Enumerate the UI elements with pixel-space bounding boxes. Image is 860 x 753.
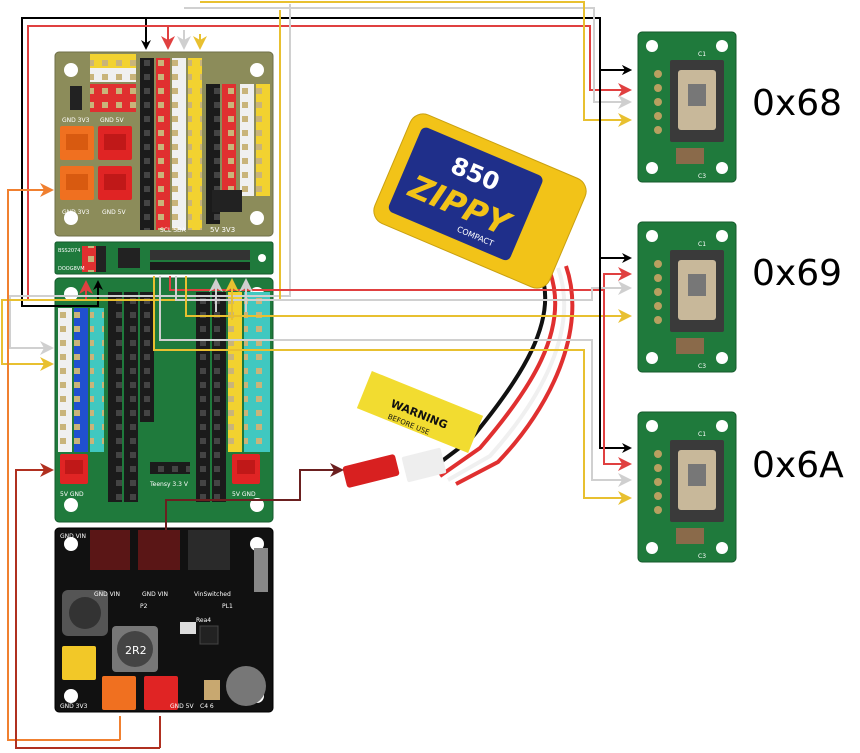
top-board-label-6: SCL SDA bbox=[160, 227, 187, 234]
wire-darkred-frame bbox=[15, 470, 161, 749]
power-board-top-label-3: VinSwitched bbox=[194, 591, 231, 598]
wire-white-s1 bbox=[184, 7, 632, 109]
top-board-label-2: GND 5V bbox=[100, 117, 124, 124]
wire-black-s3 bbox=[599, 258, 632, 453]
top-board-label-3: GND 3V3 bbox=[62, 209, 90, 216]
level-shifter-label-2: DOOG8VM bbox=[58, 266, 85, 272]
sensor-label-c3: C3 bbox=[698, 553, 706, 560]
sensor-label-c1: C1 bbox=[698, 431, 706, 438]
wire-yellow-s3 bbox=[153, 276, 632, 505]
teensy-left-connector-label: 5V GND bbox=[60, 491, 84, 498]
sensor-label-c3: C3 bbox=[698, 363, 706, 370]
wire-white-s3 bbox=[159, 276, 632, 487]
power-board: GND VIN GND VIN VinSwitched GND VIN 2R2 … bbox=[54, 527, 274, 713]
power-board-chip-label-3: Rea4 bbox=[196, 617, 211, 624]
wire-red-s1 bbox=[168, 25, 632, 97]
power-board-top-label-2: GND VIN bbox=[142, 591, 168, 598]
wire-yellow-s2 bbox=[185, 276, 632, 323]
power-board-bottom-label-2: GND 5V bbox=[170, 703, 194, 710]
wire-white-s2 bbox=[175, 276, 632, 301]
sensor-address-2: 0x69 bbox=[752, 253, 843, 294]
sensor-board-1: C1 C3 bbox=[637, 31, 737, 183]
power-board-cap-label: C4 6 bbox=[200, 703, 214, 710]
level-shifter-board: BSS2074 DOOG8VM bbox=[54, 241, 274, 275]
power-board-bottom-label-1: GND 3V3 bbox=[60, 703, 88, 710]
wire-yellow-frame bbox=[1, 10, 281, 371]
wire-black-frame bbox=[21, 17, 146, 307]
wire-brown-battery bbox=[165, 470, 342, 530]
teensy-center-label: Teensy 3.3 V bbox=[149, 481, 189, 488]
level-shifter-label-1: BSS2074 bbox=[58, 248, 80, 254]
wiring-paths bbox=[1, 1, 632, 749]
top-board-label-1: GND 3V3 bbox=[62, 117, 90, 124]
top-i2c-board: GND 3V3 GND 5V GND 3V3 GND 5V 5V 3V3 SCL… bbox=[54, 51, 274, 237]
wire-black-s2 bbox=[599, 70, 632, 263]
teensy-right-connector-label: 5V GND bbox=[232, 491, 256, 498]
top-board-label-4: GND 5V bbox=[102, 209, 126, 216]
power-board-inductor-label: 2R2 bbox=[125, 644, 147, 657]
sensor-label-c1: C1 bbox=[698, 51, 706, 58]
power-board-chip-label-1: P2 bbox=[140, 603, 148, 610]
sensor-address-3: 0x6A bbox=[752, 445, 844, 486]
sensor-board-2: C1 C3 bbox=[637, 221, 737, 373]
teensy-carrier-board: Teensy 3.3 V 5V GND 5V GND bbox=[54, 277, 274, 523]
wire-yellow-s1 bbox=[200, 1, 632, 127]
sensor-label-c3: C3 bbox=[698, 173, 706, 180]
wire-orange-frame bbox=[7, 190, 121, 741]
lipo-battery: WARNING BEFORE USE ZIPPY 850 COMPACT bbox=[342, 113, 587, 488]
wire-white-frame bbox=[9, 4, 291, 355]
sensor-label-c1: C1 bbox=[698, 241, 706, 248]
power-board-chip-label-2: PL1 bbox=[222, 603, 233, 610]
wire-red-s3 bbox=[603, 290, 632, 471]
sensor-address-1: 0x68 bbox=[752, 83, 843, 124]
power-board-mid-label-1: GND VIN bbox=[94, 591, 120, 598]
top-board-label-5: 5V 3V3 bbox=[210, 226, 235, 234]
power-board-top-label-1: GND VIN bbox=[60, 533, 86, 540]
sensor-board-3: C1 C3 bbox=[637, 411, 737, 563]
